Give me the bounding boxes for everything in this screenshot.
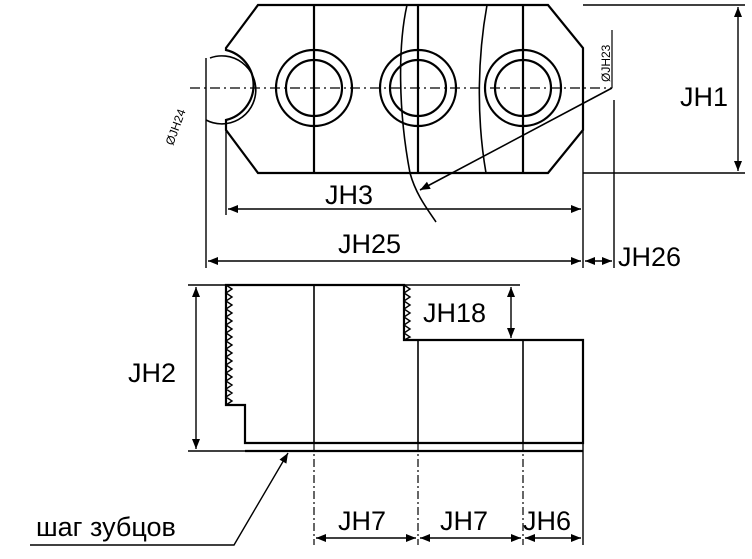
tooth-pitch-leader	[30, 452, 289, 546]
jh18-label: JH18	[423, 298, 486, 328]
teeth-left	[224, 284, 234, 406]
break-line-right	[478, 4, 488, 174]
jh1-label: JH1	[680, 82, 728, 112]
side-view	[30, 283, 585, 546]
jh23-leader	[419, 87, 613, 191]
jh2-label: JH2	[128, 358, 176, 388]
top-view-outline	[224, 3, 585, 175]
tooth-pitch-label: шаг зубцов	[36, 512, 176, 542]
jh7-left-label: JH7	[338, 506, 386, 536]
jh23-label: ØJH23	[599, 44, 613, 82]
jh24-label: ØJH24	[163, 107, 189, 147]
jh25-label: JH25	[338, 229, 401, 259]
top-view	[190, 3, 745, 268]
jh3-label: JH3	[325, 180, 373, 210]
jh6-label: JH6	[523, 506, 571, 536]
teeth-step	[402, 284, 412, 341]
jh7-right-label: JH7	[440, 506, 488, 536]
radius-arc	[205, 55, 257, 125]
jh26-label: JH26	[618, 242, 681, 272]
